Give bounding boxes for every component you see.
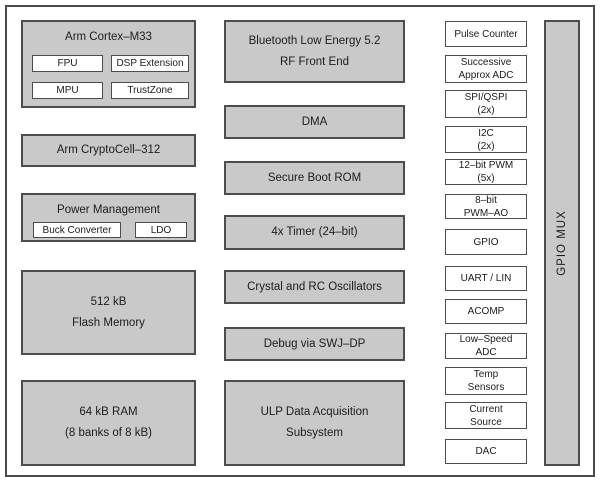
block-label: DMA: [301, 115, 328, 128]
block-label: Power Management: [57, 204, 160, 216]
block-label: ULP Data Acquisition: [260, 406, 369, 418]
block-temp-sensors: Temp Sensors: [445, 367, 527, 395]
block-label: (2x): [477, 140, 495, 152]
block-label: 64 kB RAM: [79, 406, 138, 418]
block-label: GPIO MUX: [556, 210, 569, 276]
block-crystal-rc-oscillators: Crystal and RC Oscillators: [224, 270, 405, 304]
block-flash-memory: 512 kB Flash Memory: [21, 270, 196, 355]
block-bluetooth-rf-front-end: Bluetooth Low Energy 5.2 RF Front End: [224, 20, 405, 83]
block-low-speed-adc: Low–Speed ADC: [445, 333, 527, 359]
block-label: Low–Speed: [459, 334, 513, 345]
block-label: Crystal and RC Oscillators: [247, 280, 382, 293]
block-12bit-pwm: 12–bit PWM (5x): [445, 159, 527, 185]
block-dac: DAC: [445, 439, 527, 464]
block-arm-cryptocell-312: Arm CryptoCell–312: [21, 134, 196, 167]
block-ulp-data-acquisition: ULP Data Acquisition Subsystem: [224, 380, 405, 466]
block-trustzone: TrustZone: [111, 82, 189, 99]
block-mpu: MPU: [32, 82, 103, 99]
block-label: Pulse Counter: [454, 28, 518, 40]
block-label: Subsystem: [286, 427, 343, 439]
block-label: (5x): [477, 173, 495, 184]
block-spi-qspi: SPI/QSPI (2x): [445, 90, 527, 118]
block-8bit-pwm-ao: 8–bit PWM–AO: [445, 194, 527, 219]
block-successive-approx-adc: Successive Approx ADC: [445, 55, 527, 83]
block-label: PWM–AO: [463, 207, 509, 219]
block-label: Successive: [460, 57, 512, 68]
block-debug-swj-dp: Debug via SWJ–DP: [224, 327, 405, 361]
block-power-management: Power Management Buck Converter LDO: [21, 193, 196, 242]
block-label: GPIO: [473, 236, 499, 248]
block-i2c: I2C (2x): [445, 126, 527, 153]
block-label: RF Front End: [279, 55, 350, 68]
block-label: Temp: [473, 369, 499, 380]
diagram-frame: Arm Cortex–M33 FPU DSP Extension MPU Tru…: [5, 5, 595, 477]
block-fpu: FPU: [32, 55, 103, 72]
block-buck-converter: Buck Converter: [33, 222, 121, 238]
block-label: Current: [469, 403, 503, 415]
block-label: (8 banks of 8 kB): [65, 427, 152, 439]
block-label: Approx ADC: [458, 70, 514, 81]
block-label: Arm CryptoCell–312: [56, 144, 161, 156]
block-current-source: Current Source: [445, 402, 527, 429]
block-dma: DMA: [224, 105, 405, 139]
block-label: Sensors: [467, 382, 505, 393]
block-label: I2C: [478, 127, 494, 139]
block-label: Debug via SWJ–DP: [263, 337, 366, 350]
block-label: Secure Boot ROM: [267, 171, 362, 184]
block-label: 8–bit: [475, 194, 497, 206]
block-ldo: LDO: [135, 222, 187, 238]
block-label: Flash Memory: [72, 316, 145, 329]
block-gpio: GPIO: [445, 229, 527, 255]
block-secure-boot-rom: Secure Boot ROM: [224, 161, 405, 195]
block-label: 12–bit PWM: [458, 160, 514, 171]
block-label: (2x): [477, 105, 495, 116]
block-ram: 64 kB RAM (8 banks of 8 kB): [21, 380, 196, 466]
block-gpio-mux: GPIO MUX: [544, 20, 580, 466]
block-label: UART / LIN: [460, 273, 512, 284]
block-label: Bluetooth Low Energy 5.2: [248, 34, 381, 47]
block-timer: 4x Timer (24–bit): [224, 215, 405, 250]
block-label: SPI/QSPI: [464, 92, 508, 103]
block-label: 512 kB: [90, 295, 127, 308]
block-dsp-extension: DSP Extension: [111, 55, 189, 72]
block-label: 4x Timer (24–bit): [271, 226, 358, 238]
block-label: Source: [470, 416, 502, 428]
block-label: ADC: [475, 347, 497, 358]
block-label: ACOMP: [467, 306, 505, 317]
block-label: DAC: [475, 446, 497, 457]
block-arm-cortex-m33: Arm Cortex–M33 FPU DSP Extension MPU Tru…: [21, 20, 196, 108]
block-uart-lin: UART / LIN: [445, 266, 527, 291]
block-label: Arm Cortex–M33: [65, 31, 152, 43]
block-pulse-counter: Pulse Counter: [445, 21, 527, 47]
block-acomp: ACOMP: [445, 299, 527, 324]
